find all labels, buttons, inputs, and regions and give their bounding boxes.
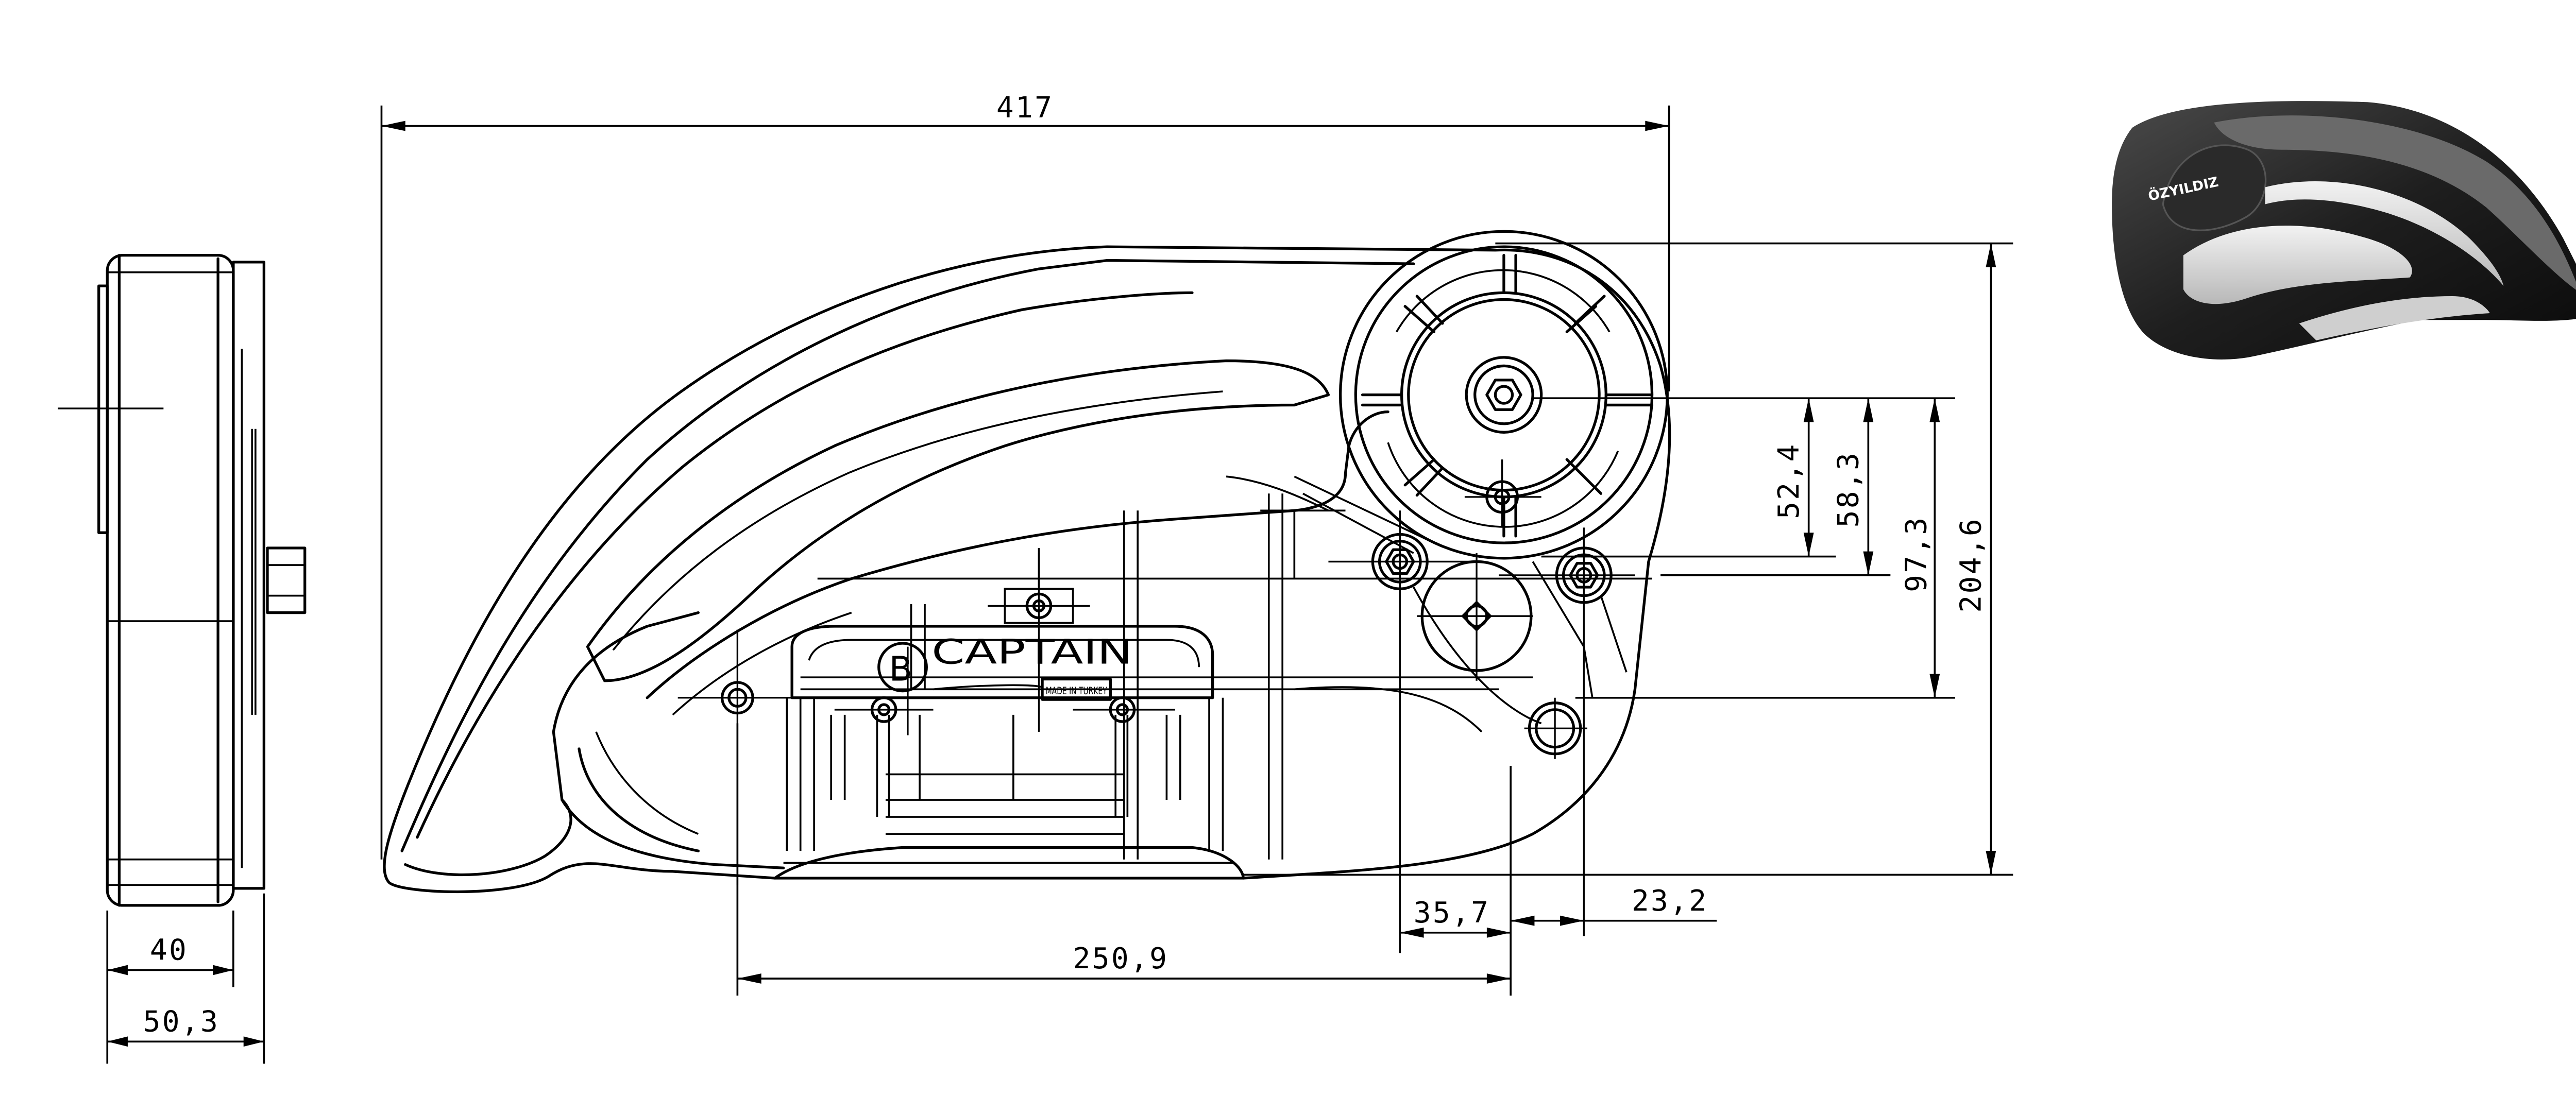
dim-250-9: 250,9	[1073, 942, 1169, 975]
dim-58-3: 58,3	[1832, 451, 1866, 527]
product-render: ÖZYILDIZ	[2112, 101, 2576, 359]
dim-40: 40	[150, 934, 188, 967]
front-view: B CAPTAIN MADE IN TURKEY	[383, 230, 1671, 953]
dim-50-3: 50,3	[143, 1005, 220, 1038]
side-view	[58, 254, 307, 907]
dim-97-3: 97,3	[1900, 516, 1934, 592]
side-view-dimensions: 40 50,3	[106, 893, 265, 1064]
brand-badge: B	[889, 649, 912, 689]
dim-35-7: 35,7	[1414, 896, 1490, 930]
dim-417: 417	[996, 91, 1054, 125]
plate-text: MADE IN TURKEY	[1046, 685, 1108, 697]
dim-204-6: 204,6	[1955, 517, 1988, 613]
dim-23-2: 23,2	[1632, 884, 1708, 918]
dim-52-4: 52,4	[1772, 442, 1806, 519]
front-view-dimensions: 417 52,4 58,3 97,3 204,6 35,7	[380, 91, 2013, 996]
brand-name: CAPTAIN	[931, 632, 1132, 672]
